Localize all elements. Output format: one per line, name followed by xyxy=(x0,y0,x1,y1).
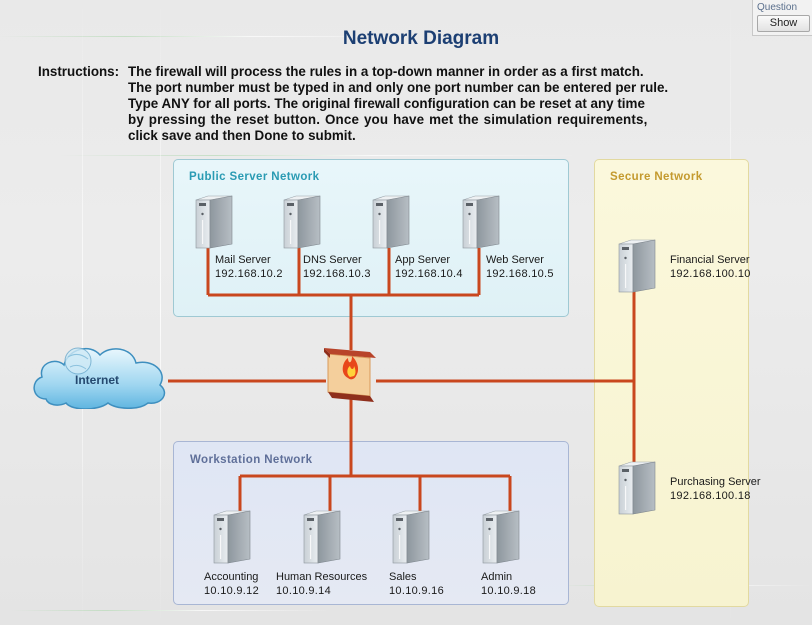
app-server-label: App Server 192.168.10.4 xyxy=(395,253,463,281)
instructions-text: The firewall will process the rules in a… xyxy=(128,64,768,144)
zone-title: Workstation Network xyxy=(190,454,313,466)
node-ip: 10.10.9.16 xyxy=(389,585,444,597)
server-icon[interactable] xyxy=(461,194,501,250)
sales-label: Sales 10.10.9.16 xyxy=(389,570,444,598)
node-ip: 10.10.9.18 xyxy=(481,585,536,597)
node-ip: 192.168.10.3 xyxy=(303,268,371,280)
node-name: Purchasing Server xyxy=(670,476,761,488)
public-server-network-zone: Public Server Network xyxy=(173,159,569,317)
node-name: Web Server xyxy=(486,254,544,266)
node-ip: 192.168.10.4 xyxy=(395,268,463,280)
instructions-line: click save and then Done to submit. xyxy=(128,128,356,143)
accounting-label: Accounting 10.10.9.12 xyxy=(204,570,259,598)
server-icon[interactable] xyxy=(391,509,431,565)
node-name: Mail Server xyxy=(215,254,271,266)
server-icon[interactable] xyxy=(617,460,657,516)
node-ip: 192.168.100.10 xyxy=(670,268,751,280)
server-icon[interactable] xyxy=(481,509,521,565)
instructions-label: Instructions: xyxy=(38,64,120,79)
internet-cloud[interactable]: Internet xyxy=(28,339,174,410)
node-ip: 10.10.9.14 xyxy=(276,585,331,597)
admin-label: Admin 10.10.9.18 xyxy=(481,570,536,598)
internet-label: Internet xyxy=(75,373,120,387)
server-icon[interactable] xyxy=(617,238,657,294)
show-button[interactable]: Show xyxy=(757,15,810,32)
purchasing-server-label: Purchasing Server 192.168.100.18 xyxy=(670,475,761,503)
page-title: Network Diagram xyxy=(342,28,500,49)
firewall[interactable] xyxy=(322,344,378,404)
node-name: Admin xyxy=(481,571,513,583)
server-icon[interactable] xyxy=(194,194,234,250)
node-ip: 192.168.100.18 xyxy=(670,490,751,502)
node-name: DNS Server xyxy=(303,254,362,266)
question-panel: Question Show xyxy=(752,0,812,36)
node-name: Human Resources xyxy=(276,571,368,583)
instructions-line: by pressing the reset button. Once you h… xyxy=(128,112,648,127)
instructions-line: The firewall will process the rules in a… xyxy=(128,64,644,79)
human-resources-label: Human Resources 10.10.9.14 xyxy=(276,570,367,598)
node-ip: 192.168.10.2 xyxy=(215,268,283,280)
server-icon[interactable] xyxy=(212,509,252,565)
instructions-line: The port number must be typed in and onl… xyxy=(128,80,669,95)
server-icon[interactable] xyxy=(371,194,411,250)
server-icon[interactable] xyxy=(282,194,322,250)
instructions-line: Type ANY for all ports. The original fir… xyxy=(128,96,645,111)
node-ip: 10.10.9.12 xyxy=(204,585,259,597)
node-name: Accounting xyxy=(204,571,259,583)
node-name: App Server xyxy=(395,254,451,266)
zone-title: Secure Network xyxy=(610,171,703,183)
web-server-label: Web Server 192.168.10.5 xyxy=(486,253,554,281)
server-icon[interactable] xyxy=(302,509,342,565)
node-name: Sales xyxy=(389,571,417,583)
zone-title: Public Server Network xyxy=(189,171,320,183)
question-label: Question xyxy=(757,2,798,13)
secure-network-zone: Secure Network xyxy=(594,159,749,607)
firewall-icon xyxy=(324,348,376,402)
mail-server-label: Mail Server 192.168.10.2 xyxy=(215,253,283,281)
dns-server-label: DNS Server 192.168.10.3 xyxy=(303,253,371,281)
node-ip: 192.168.10.5 xyxy=(486,268,554,280)
financial-server-label: Financial Server 192.168.100.10 xyxy=(670,253,751,281)
node-name: Financial Server xyxy=(670,254,750,266)
